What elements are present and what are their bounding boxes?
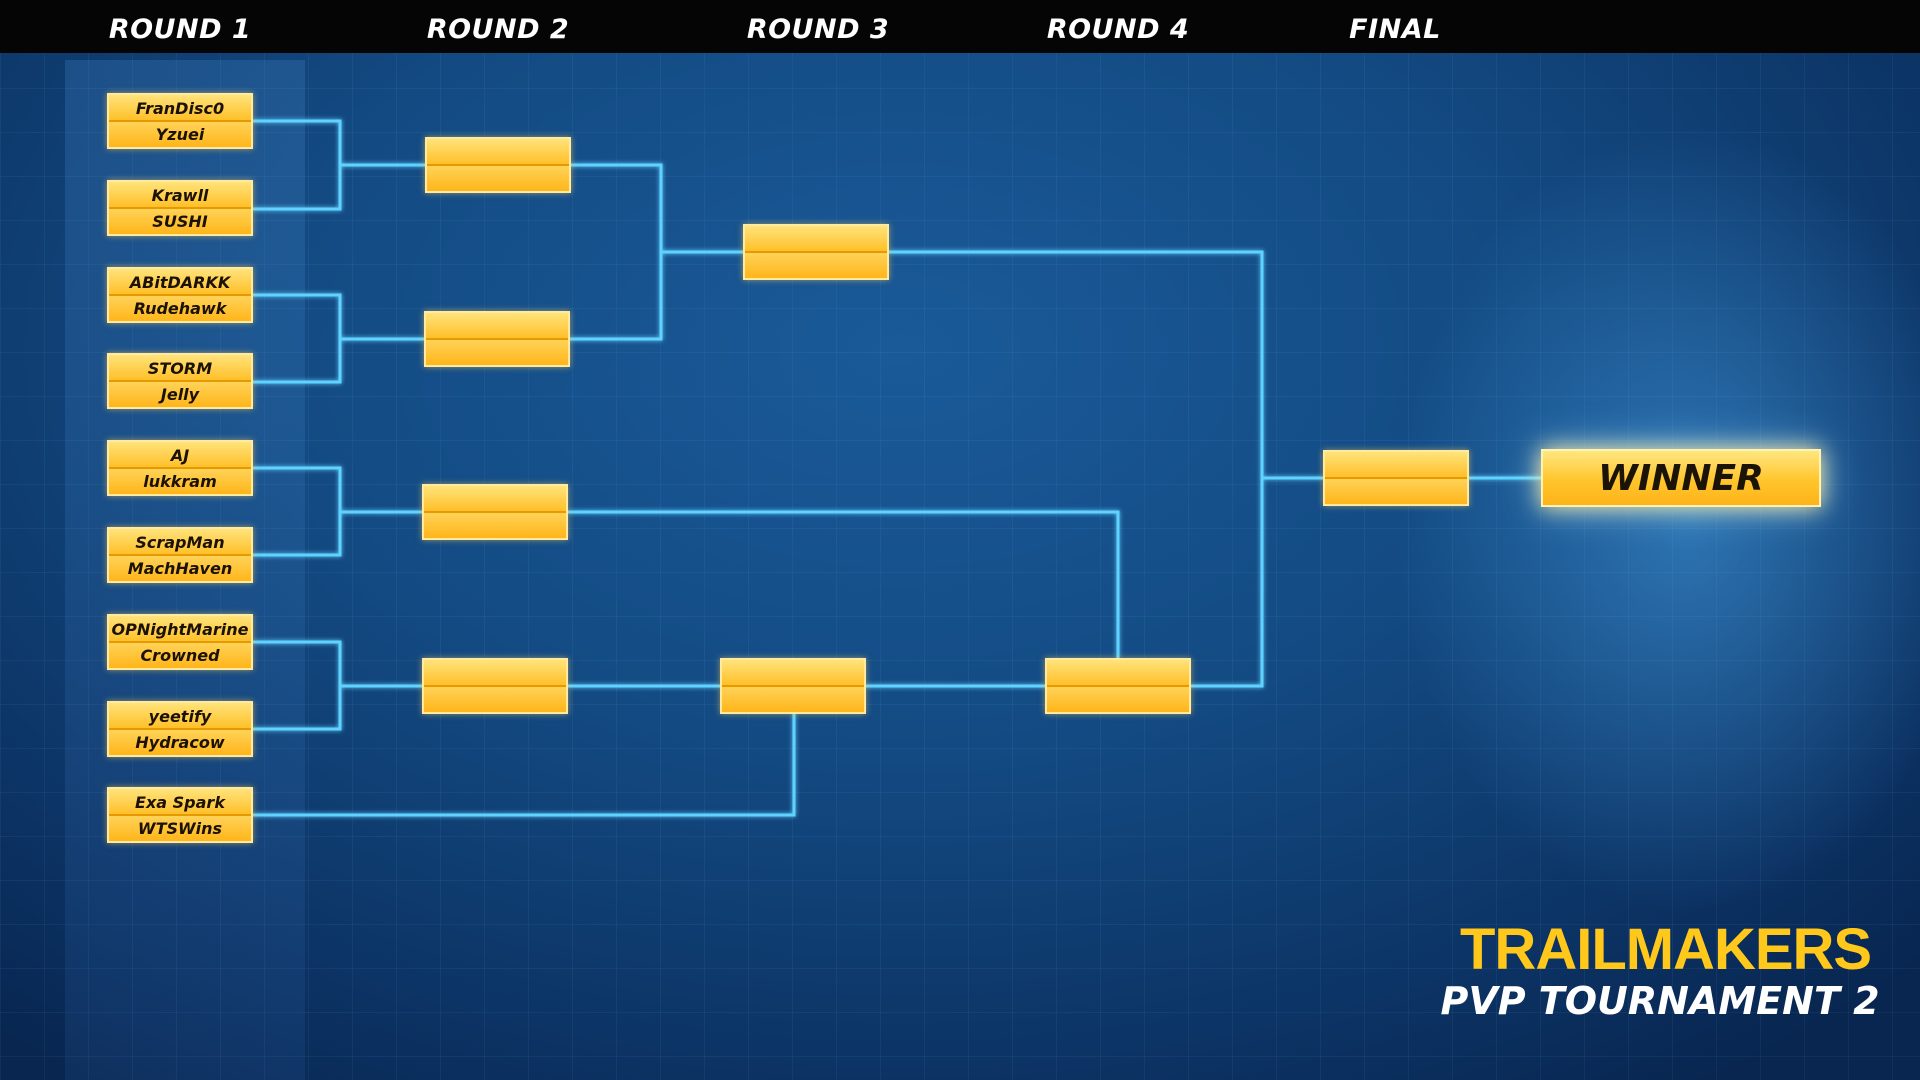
match-slot-r1-m5: AJ lukkram: [107, 440, 253, 496]
player-name: [1325, 452, 1467, 478]
player-name: FranDisc0: [135, 98, 225, 118]
slot-divider: [426, 338, 568, 340]
slot-divider: [109, 554, 251, 556]
winner-box: WINNER: [1541, 449, 1821, 507]
slot-divider: [109, 641, 251, 643]
match-slot-r3-m2: [720, 658, 866, 714]
match-slot-r2-m4: [422, 658, 568, 714]
round-3-title: ROUND 3: [746, 14, 890, 45]
match-slot-r2-m1: [425, 137, 571, 193]
slot-divider: [109, 814, 251, 816]
player-name: OPNightMarine: [111, 619, 249, 639]
player-name: [1047, 686, 1189, 712]
match-slot-r1-m6: ScrapMan MachHaven: [107, 527, 253, 583]
match-slot-r2-m3: [422, 484, 568, 540]
player-name: MachHaven: [127, 558, 233, 578]
player-name: [424, 686, 566, 712]
round-header-bar: ROUND 1 ROUND 2 ROUND 3 ROUND 4 FINAL: [0, 0, 1920, 53]
slot-divider: [1325, 477, 1467, 479]
match-slot-r1-m2: Krawll SUSHI: [107, 180, 253, 236]
player-name: Crowned: [140, 645, 220, 665]
player-name: SUSHI: [152, 211, 208, 231]
slot-divider: [109, 207, 251, 209]
connector-r1-pair1: [253, 119, 425, 211]
connector-to-final: [889, 250, 1323, 688]
slot-divider: [109, 728, 251, 730]
slot-divider: [424, 685, 566, 687]
slot-divider: [109, 467, 251, 469]
player-name: [1047, 660, 1189, 686]
slot-divider: [745, 251, 887, 253]
slot-divider: [427, 164, 569, 166]
player-name: [424, 486, 566, 512]
player-name: [745, 252, 887, 278]
round-4-title: ROUND 4: [1046, 14, 1190, 45]
slot-divider: [722, 685, 864, 687]
player-name: AJ: [170, 445, 190, 465]
connector-r1-pair3: [253, 466, 422, 557]
slot-divider: [424, 511, 566, 513]
slot-divider: [109, 120, 251, 122]
connector-r2-top: [569, 163, 743, 341]
player-name: [722, 686, 864, 712]
player-name: [745, 226, 887, 252]
round-1-title: ROUND 1: [108, 14, 252, 45]
player-name: Rudehawk: [133, 298, 227, 318]
player-name: [424, 512, 566, 538]
slot-divider: [1047, 685, 1189, 687]
player-name: Krawll: [151, 185, 209, 205]
round-2-title: ROUND 2: [426, 14, 570, 45]
player-name: Exa Spark: [135, 792, 225, 812]
player-name: ScrapMan: [135, 532, 225, 552]
final-title: FINAL: [1349, 14, 1441, 45]
player-name: STORM: [147, 358, 213, 378]
player-name: [1325, 478, 1467, 504]
match-slot-final: [1323, 450, 1469, 506]
player-name: [426, 313, 568, 339]
player-name: [426, 339, 568, 365]
player-name: [427, 139, 569, 165]
player-name: WTSWins: [137, 818, 223, 838]
connector-r2-m3-to-r4: [568, 510, 1120, 658]
tournament-subtitle: PVP TOURNAMENT 2: [1440, 979, 1880, 1023]
slot-divider: [109, 294, 251, 296]
trailmakers-logo: TRAILMAKERS: [1460, 917, 1872, 982]
match-slot-r1-m8: yeetify Hydracow: [107, 701, 253, 757]
player-name: yeetify: [148, 706, 212, 726]
connector-r1-bye: [253, 714, 796, 817]
match-slot-r1-m4: STORM Jelly: [107, 353, 253, 409]
slot-divider: [109, 380, 251, 382]
match-slot-r3-m1: [743, 224, 889, 280]
match-slot-r2-m2: [424, 311, 570, 367]
player-name: [722, 660, 864, 686]
player-name: Yzuei: [155, 124, 205, 144]
connector-r1-pair4: [253, 640, 422, 731]
match-slot-r1-m9: Exa Spark WTSWins: [107, 787, 253, 843]
player-name: [424, 660, 566, 686]
player-name: lukkram: [143, 471, 217, 491]
match-slot-r1-m7: OPNightMarine Crowned: [107, 614, 253, 670]
player-name: Hydracow: [135, 732, 225, 752]
match-slot-r1-m1: FranDisc0 Yzuei: [107, 93, 253, 149]
player-name: [427, 165, 569, 191]
match-slot-r4-m1: [1045, 658, 1191, 714]
match-slot-r1-m3: ABitDARKK Rudehawk: [107, 267, 253, 323]
player-name: Jelly: [160, 384, 200, 404]
connector-r1-pair2: [253, 293, 424, 384]
player-name: ABitDARKK: [129, 272, 231, 292]
